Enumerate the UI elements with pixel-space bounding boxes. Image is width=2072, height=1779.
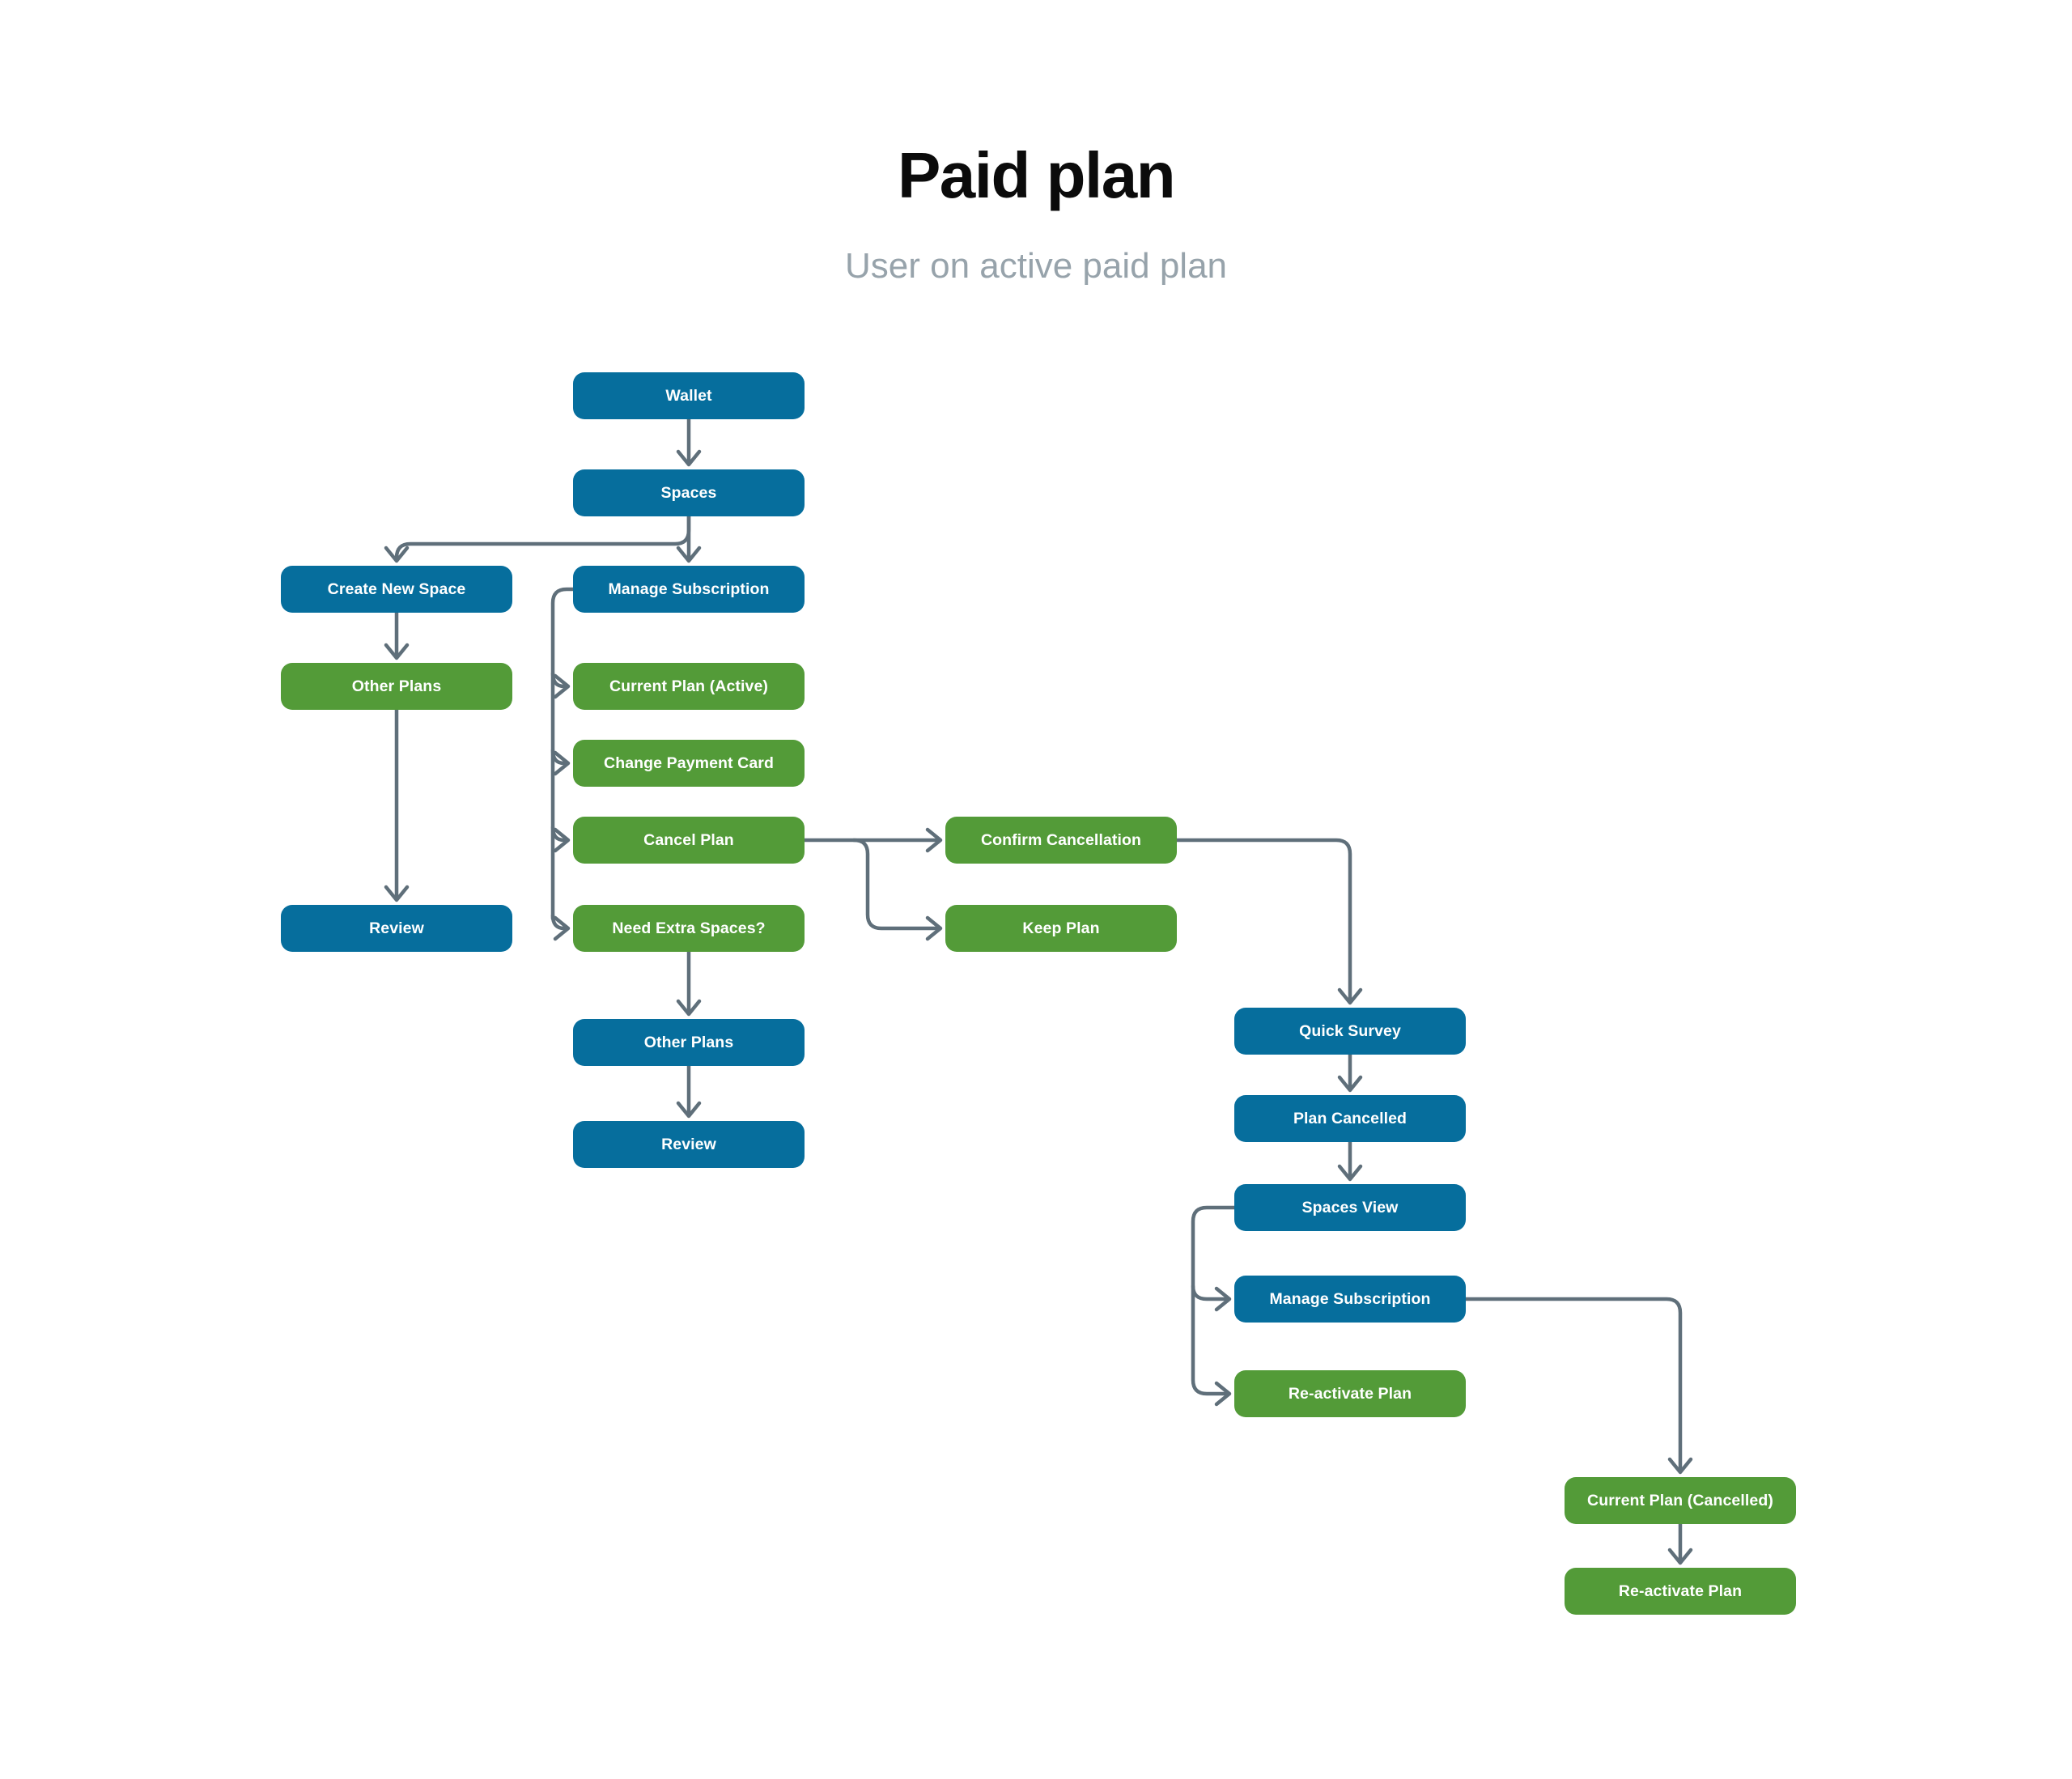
node-manage-subscription-1[interactable]: Manage Subscription <box>573 566 805 613</box>
node-current-plan-cancelled[interactable]: Current Plan (Cancelled) <box>1565 1477 1796 1524</box>
node-manage-subscription-2[interactable]: Manage Subscription <box>1234 1276 1466 1323</box>
edge-plan-cancelled-to-spaces-view <box>1337 1140 1363 1182</box>
edge-trunk-to-change-payment-card <box>550 748 571 776</box>
node-need-extra-spaces[interactable]: Need Extra Spaces? <box>573 905 805 952</box>
edge-other-plans-to-review-mid <box>676 1064 702 1119</box>
node-change-payment-card[interactable]: Change Payment Card <box>573 740 805 787</box>
node-wallet[interactable]: Wallet <box>573 372 805 419</box>
edge-current-plan-cancelled-to-re-activate-plan <box>1667 1522 1693 1565</box>
edge-cancel-plan-to-confirm-cancellation <box>802 827 943 853</box>
edge-other-plans-to-review-left <box>384 707 410 902</box>
page-title: Paid plan <box>897 139 1176 211</box>
edge-wallet-to-spaces <box>676 417 702 467</box>
edge-trunk-to-need-extra-spaces <box>550 913 571 941</box>
node-current-plan-active[interactable]: Current Plan (Active) <box>573 663 805 710</box>
edge-spaces-to-create-new-space <box>384 514 691 563</box>
edge-manage-subscription-2-to-current-plan-cancelled <box>1463 1297 1693 1475</box>
edge-spaces-to-manage-subscription <box>676 514 702 563</box>
node-other-plans-left[interactable]: Other Plans <box>281 663 512 710</box>
node-confirm-cancellation[interactable]: Confirm Cancellation <box>945 817 1177 864</box>
node-plan-cancelled[interactable]: Plan Cancelled <box>1234 1095 1466 1142</box>
edge-spaces-view-trunk <box>1191 1205 1237 1407</box>
node-review-left[interactable]: Review <box>281 905 512 952</box>
node-quick-survey[interactable]: Quick Survey <box>1234 1008 1466 1055</box>
node-spaces[interactable]: Spaces <box>573 469 805 516</box>
edge-confirm-cancellation-to-quick-survey <box>1174 838 1363 1005</box>
edge-create-new-space-to-other-plans <box>384 610 410 660</box>
node-re-activate-plan-1[interactable]: Re-activate Plan <box>1234 1370 1466 1417</box>
node-spaces-view[interactable]: Spaces View <box>1234 1184 1466 1231</box>
edge-trunk-to-manage-subscription-2 <box>1191 1284 1232 1312</box>
node-review-mid[interactable]: Review <box>573 1121 805 1168</box>
node-re-activate-plan-2[interactable]: Re-activate Plan <box>1565 1568 1796 1615</box>
edge-quick-survey-to-plan-cancelled <box>1337 1052 1363 1093</box>
page-subtitle: User on active paid plan <box>844 246 1228 286</box>
node-create-new-space[interactable]: Create New Space <box>281 566 512 613</box>
edge-need-extra-spaces-to-other-plans <box>676 949 702 1017</box>
node-cancel-plan[interactable]: Cancel Plan <box>573 817 805 864</box>
edge-cancel-plan-to-keep-plan <box>851 838 943 941</box>
edge-trunk-to-current-plan-active <box>550 671 571 699</box>
node-keep-plan[interactable]: Keep Plan <box>945 905 1177 952</box>
node-other-plans-mid[interactable]: Other Plans <box>573 1019 805 1066</box>
edge-trunk-to-cancel-plan <box>550 825 571 853</box>
edge-manage-subscription-trunk <box>550 587 575 921</box>
